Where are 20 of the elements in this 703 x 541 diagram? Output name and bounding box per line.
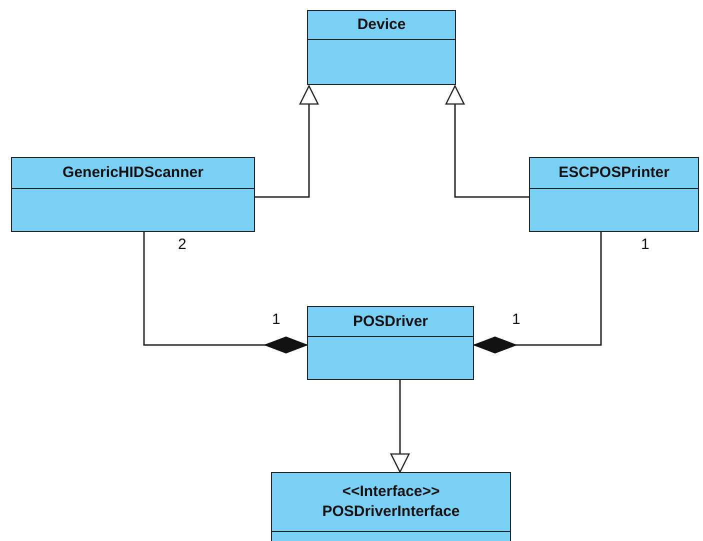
class-name: POSDriverInterface [322,502,460,522]
multiplicity-label: 1 [512,311,520,328]
class-box [307,306,474,380]
class-box [11,157,255,232]
class-name: Device [357,15,406,35]
class-box [271,472,511,541]
generalization-arrow [390,380,410,473]
class-name: GenericHIDScanner [62,163,204,183]
generalization-arrow [255,85,319,198]
generalization-arrow [445,85,529,198]
class-box [307,10,456,85]
stereotype: <<Interface>> [342,482,440,502]
multiplicity-label: 1 [641,236,650,253]
composition-line [474,232,602,354]
class-name: ESCPOSPrinter [558,163,670,183]
multiplicity-label: 2 [178,236,186,253]
composition-line [143,232,308,354]
class-name: POSDriver [352,312,428,332]
class-box [529,157,699,232]
multiplicity-label: 1 [272,311,280,328]
